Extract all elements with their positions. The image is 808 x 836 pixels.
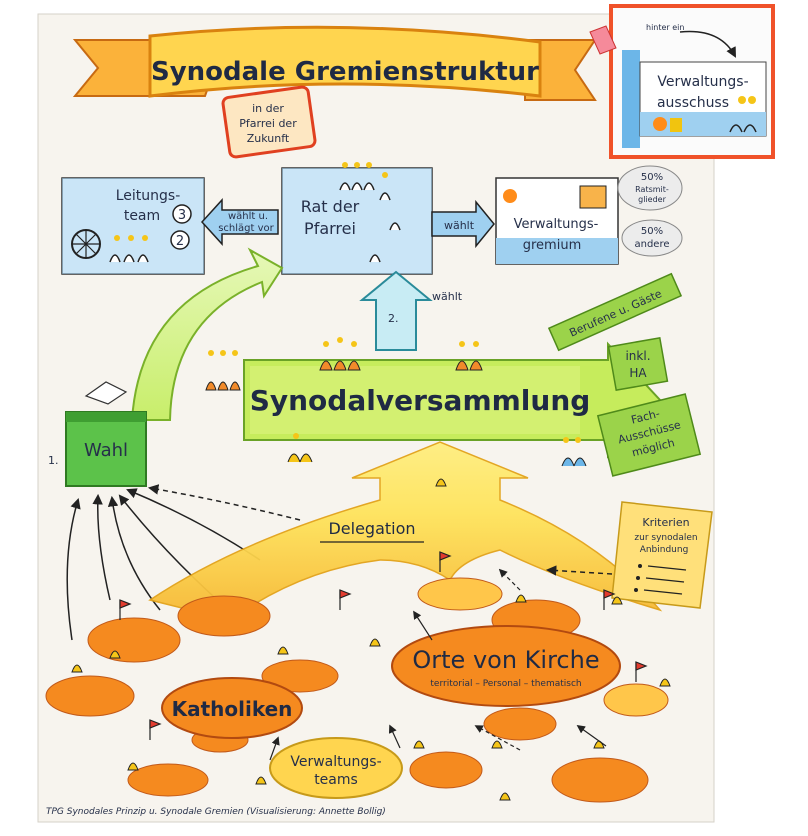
synodalversammlung-block: Synodalversammlung <box>243 341 662 459</box>
wahl-ballot-box: Wahl <box>65 381 147 487</box>
small-people-icons <box>71 478 671 801</box>
people-icon <box>729 124 757 133</box>
katholiken-ellipse: Katholiken <box>161 677 303 739</box>
arrow-waehlt-schlaegt-vor: wählt u. schlägt vor <box>200 198 279 246</box>
synodal-people <box>205 337 587 467</box>
verwaltungsgremium-line2: gremium <box>523 238 582 253</box>
kriterien-line2: zur synodalen <box>634 533 697 543</box>
leitungsteam-line2: team <box>124 208 160 224</box>
leitungsteam-num2: 2 <box>176 234 184 249</box>
verwaltungsteams-ellipse: Verwaltungs- teams <box>269 737 403 799</box>
pumpkin-icon <box>503 189 517 203</box>
coin-pile-icon <box>653 117 667 131</box>
pct1-line2: Ratsmit- <box>635 185 669 194</box>
inset-verwaltungsausschuss: hinter ein Verwaltungs- ausschuss <box>589 4 775 159</box>
church-icon <box>579 185 607 209</box>
leitungsteam-line1: Leitungs- <box>116 188 181 204</box>
subtitle-line2: Pfarrei der <box>239 117 297 130</box>
arrow-label2: schlägt vor <box>218 223 274 234</box>
pct1-line1: 50% <box>641 172 663 183</box>
arrow-label1: wählt u. <box>228 211 268 222</box>
pct2-line2: andere <box>634 239 669 250</box>
rat-people-icon <box>339 182 401 263</box>
arrow-waehlt-label: wählt <box>444 219 475 232</box>
ballot-paper-icon <box>84 381 128 405</box>
arrow-waehlt: wählt <box>431 199 495 249</box>
kriterien-arrow <box>545 565 613 576</box>
verwaltungsgremium-box: Verwaltungs- gremium <box>495 177 619 265</box>
leitungsteam-num1: 3 <box>178 208 186 223</box>
orte-von-kirche-ellipse: Orte von Kirche territorial – Personal –… <box>391 625 621 707</box>
leitungsteam-box: Leitungs- team 3 2 <box>61 177 205 275</box>
flag-icons <box>119 551 648 740</box>
rat-der-pfarrei-box: Rat der Pfarrei <box>281 162 433 275</box>
small-arrows <box>269 568 607 761</box>
pct1-line3: glieder <box>638 195 666 204</box>
orte-line2: territorial – Personal – thematisch <box>430 679 581 689</box>
label-num-1: 1. <box>48 454 59 467</box>
places-ellipses <box>45 577 669 803</box>
title-banner: Synodale Gremienstruktur <box>72 25 597 101</box>
kriterien-line3: Anbindung <box>640 545 689 555</box>
leitungsteam-people-icon <box>109 254 149 263</box>
subtitle-line1: in der <box>252 102 284 115</box>
pct2-line1: 50% <box>641 226 663 237</box>
verwaltungsgremium-line1: Verwaltungs- <box>514 217 599 232</box>
label-num-2: 2. <box>388 312 399 325</box>
katholiken-text: Katholiken <box>172 697 293 721</box>
orte-line1: Orte von Kirche <box>412 646 599 674</box>
inkl-line2: HA <box>629 366 647 380</box>
inkl-ha-label: inkl. HA <box>607 336 669 392</box>
subtitle-line3: Zukunft <box>247 132 290 145</box>
wahl-text: Wahl <box>84 440 128 461</box>
subtitle-scroll: in der Pfarrei der Zukunft <box>221 85 317 159</box>
synodalversammlung-text: Synodalversammlung <box>250 384 591 417</box>
fach-label: Fach- Ausschüsse möglich <box>596 393 702 477</box>
kriterien-line1: Kriterien <box>642 516 689 529</box>
rat-line1: Rat der <box>301 197 360 216</box>
verwaltungsteams-line2: teams <box>314 772 358 788</box>
verwaltungsteams-line1: Verwaltungs- <box>290 754 381 770</box>
up-arrow-left <box>130 247 284 421</box>
inset-tag: hinter ein <box>646 23 684 32</box>
delegation-text: Delegation <box>328 519 415 538</box>
inset-line1: Verwaltungs- <box>657 74 748 90</box>
inset-line2: ausschuss <box>657 95 729 111</box>
inkl-line1: inkl. <box>625 349 650 363</box>
title-text: Synodale Gremienstruktur <box>151 57 539 87</box>
delegation-fan <box>148 441 663 621</box>
rat-line2: Pfarrei <box>304 219 356 238</box>
percent-ovals: 50% Ratsmit- glieder 50% andere <box>617 165 683 257</box>
label-waehlt-up: wählt <box>432 290 463 303</box>
up-arrow-middle <box>359 270 433 351</box>
kriterien-note: Kriterien zur synodalen Anbindung <box>611 501 713 609</box>
footer-credit: TPG Synodales Prinzip u. Synodale Gremie… <box>46 807 386 817</box>
